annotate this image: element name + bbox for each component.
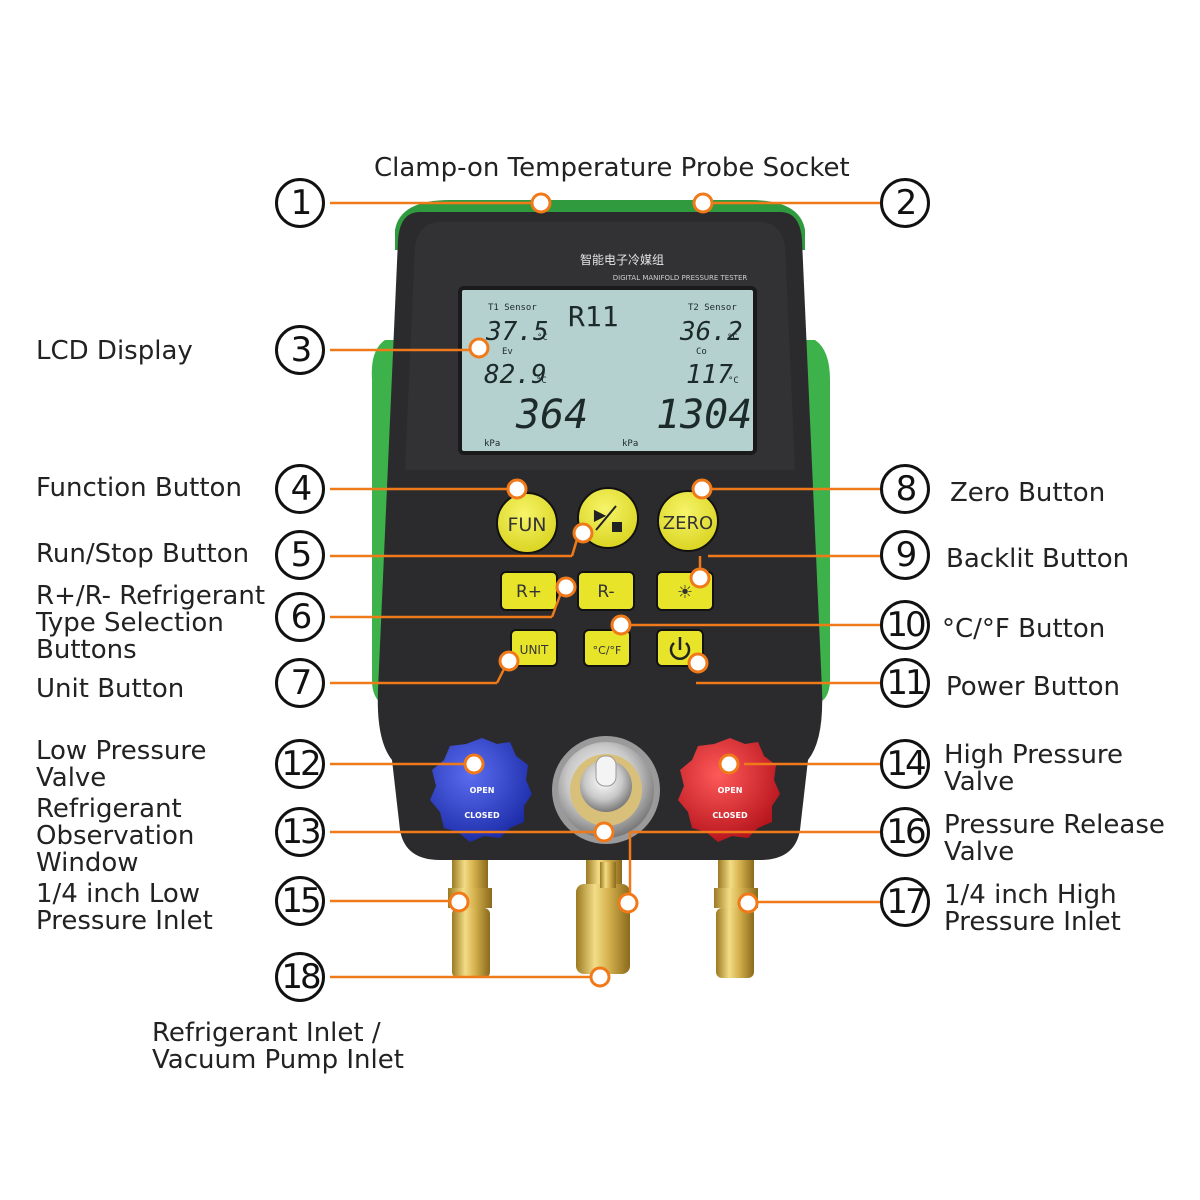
callout-number-11: 11	[880, 658, 930, 708]
lcd-ev-label: Ev	[502, 347, 513, 357]
callout-number-3: 3	[275, 325, 325, 375]
label-power-button: Power Button	[946, 672, 1120, 702]
label-obs-line1: Refrigerant	[36, 794, 182, 824]
callout-number-18: 18	[275, 952, 325, 1002]
play-icon: ▶	[594, 505, 607, 524]
callout-number-6: 6	[275, 592, 325, 642]
callout-number-2: 2	[880, 178, 930, 228]
lcd-t1-label: T1 Sensor	[488, 303, 537, 313]
label-release-line1: Pressure Release	[944, 810, 1165, 840]
high-knob-closed: CLOSED	[712, 811, 748, 820]
fun-button: FUN	[496, 492, 558, 554]
callout-number-16: 16	[880, 807, 930, 857]
header-cn: 智能电子冷媒组	[580, 252, 664, 267]
lcd-low-unit: kPa	[484, 439, 500, 449]
label-high-valve-line2: Valve	[944, 767, 1015, 797]
unit-button-label: UNIT	[520, 643, 549, 657]
callout-number-12: 12	[275, 739, 325, 789]
callout-number-7: 7	[275, 658, 325, 708]
r-plus-label: R+	[516, 582, 542, 602]
callout-number-17: 17	[880, 877, 930, 927]
lcd-co-value: 117	[686, 360, 733, 390]
callout-number-10: 10	[880, 600, 930, 650]
callout-number-5: 5	[275, 530, 325, 580]
cf-button-label: °C/°F	[593, 644, 622, 657]
label-obs-line2: Observation	[36, 821, 195, 851]
label-release-line2: Valve	[944, 837, 1015, 867]
lcd-t1-unit: °C	[537, 333, 548, 343]
callout-number-13: 13	[275, 807, 325, 857]
label-cf-button: °C/°F Button	[942, 614, 1106, 644]
lcd-t2-value: 36.2	[679, 317, 743, 347]
lcd-refrigerant: R11	[568, 300, 619, 333]
label-zero-button: Zero Button	[950, 478, 1106, 508]
label-bottom-line1: Refrigerant Inlet /	[152, 1018, 381, 1048]
r-plus-button: R+	[500, 571, 558, 611]
lcd-co-label: Co	[696, 347, 707, 357]
high-knob-open: OPEN	[718, 786, 743, 795]
leader-endpoints	[448, 192, 759, 988]
label-rr-line3: Buttons	[36, 635, 137, 665]
label-bottom-line2: Vacuum Pump Inlet	[152, 1045, 404, 1075]
callout-number-4: 4	[275, 464, 325, 514]
low-pressure-inlet-fitting	[448, 860, 492, 978]
lcd-t2-label: T2 Sensor	[688, 303, 737, 313]
low-knob-closed: CLOSED	[464, 811, 500, 820]
label-rr-line2: Type Selection	[36, 608, 224, 638]
label-high-inlet-line2: Pressure Inlet	[944, 907, 1121, 937]
r-minus-button: R-	[577, 571, 635, 611]
unit-button: UNIT	[510, 629, 558, 667]
label-unit-button: Unit Button	[36, 674, 185, 704]
label-low-inlet-line2: Pressure Inlet	[36, 906, 213, 936]
callout-number-1: 1	[275, 178, 325, 228]
stop-icon	[612, 522, 622, 532]
leader-lines	[330, 201, 880, 979]
lcd-low-pressure: 364	[515, 392, 588, 438]
label-obs-line3: Window	[36, 848, 139, 878]
power-icon	[669, 642, 691, 660]
lcd-ev-unit: °C	[536, 376, 547, 386]
label-function-button: Function Button	[36, 473, 242, 503]
pressure-release-valve	[600, 862, 616, 888]
lcd-t1-value: 37.5	[485, 317, 549, 347]
r-minus-label: R-	[597, 582, 614, 602]
observation-window	[552, 736, 660, 844]
label-low-valve-line1: Low Pressure	[36, 736, 207, 766]
label-high-valve-line1: High Pressure	[944, 740, 1124, 770]
label-run-stop-button: Run/Stop Button	[36, 539, 250, 569]
callout-number-9: 9	[880, 530, 930, 580]
callout-number-8: 8	[880, 464, 930, 514]
label-high-inlet-line1: 1/4 inch High	[944, 880, 1117, 910]
sun-icon: ☀	[677, 582, 693, 603]
lcd-high-pressure: 1304	[656, 392, 752, 438]
lcd-ev-value: 82.9	[484, 360, 547, 390]
lcd-screen	[458, 286, 757, 455]
slash-icon	[595, 505, 617, 531]
callout-number-15: 15	[275, 876, 325, 926]
label-probe-socket: Clamp-on Temperature Probe Socket	[374, 153, 850, 183]
fun-button-label: FUN	[507, 514, 546, 536]
cf-button: °C/°F	[583, 629, 631, 667]
lcd-co-unit: °C	[728, 376, 739, 386]
header-en: DIGITAL MANIFOLD PRESSURE TESTER	[613, 274, 748, 282]
zero-button: ZERO	[657, 490, 719, 552]
zero-button-label: ZERO	[663, 513, 713, 534]
label-rr-line1: R+/R- Refrigerant	[36, 581, 266, 611]
label-lcd-display: LCD Display	[36, 336, 193, 366]
label-low-inlet-line1: 1/4 inch Low	[36, 879, 201, 909]
lcd-t2-unit: °C	[727, 333, 738, 343]
label-backlit-button: Backlit Button	[946, 544, 1130, 574]
low-knob-open: OPEN	[470, 786, 495, 795]
high-pressure-inlet-fitting	[714, 860, 758, 978]
callout-number-14: 14	[880, 739, 930, 789]
lcd-high-unit: kPa	[622, 439, 638, 449]
label-low-valve-line2: Valve	[36, 763, 107, 793]
